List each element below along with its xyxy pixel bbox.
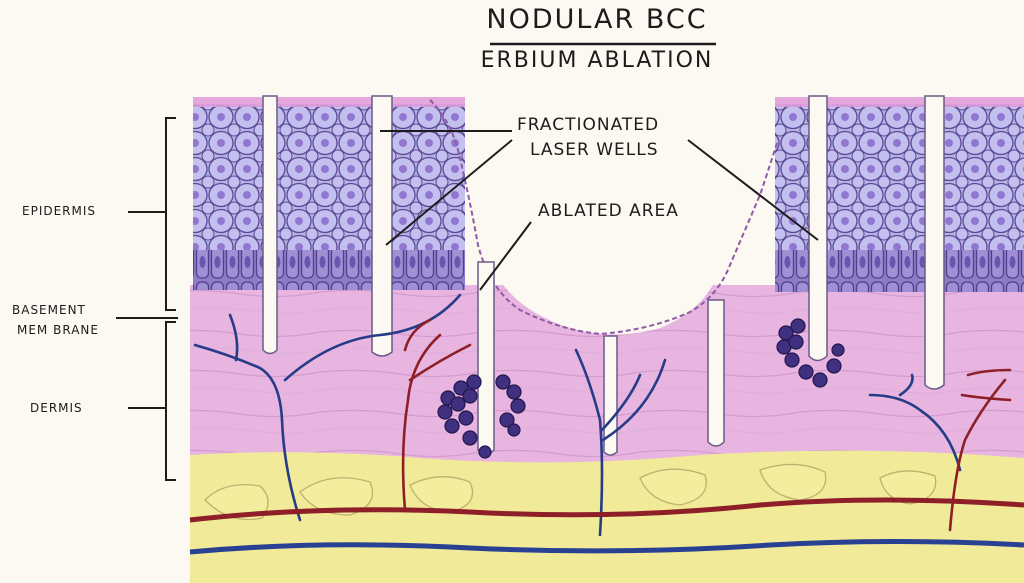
label-laser-wells: LASER WELLS	[530, 140, 659, 160]
bracket-epidermis	[165, 117, 176, 311]
bracket-dermis	[165, 321, 176, 481]
label-ablated-area: ABLATED AREA	[538, 201, 679, 221]
arteries	[401, 318, 1012, 532]
basal-layer-left	[193, 250, 465, 290]
diagram-subtitle: ERBIUM ABLATION	[480, 48, 714, 73]
fat-lobules	[204, 463, 937, 521]
bcc-nodule-left	[437, 374, 526, 459]
label-fractionated: FRACTIONATED	[517, 115, 660, 135]
deep-vein	[189, 539, 1024, 555]
veins	[193, 293, 962, 537]
leader-lines	[380, 130, 819, 291]
label-basement: BASEMENT	[12, 303, 86, 317]
ablated-area	[465, 96, 775, 335]
deep-artery	[189, 497, 1024, 523]
epidermis-left	[193, 104, 465, 254]
diagram-title: NODULAR BCC	[486, 4, 708, 35]
bcc-nodule-right	[776, 318, 845, 388]
brackets	[116, 117, 178, 481]
label-membrane: MEM BRANE	[17, 323, 99, 337]
label-dermis: DERMIS	[30, 401, 83, 415]
label-epidermis: EPIDERMIS	[22, 204, 97, 218]
